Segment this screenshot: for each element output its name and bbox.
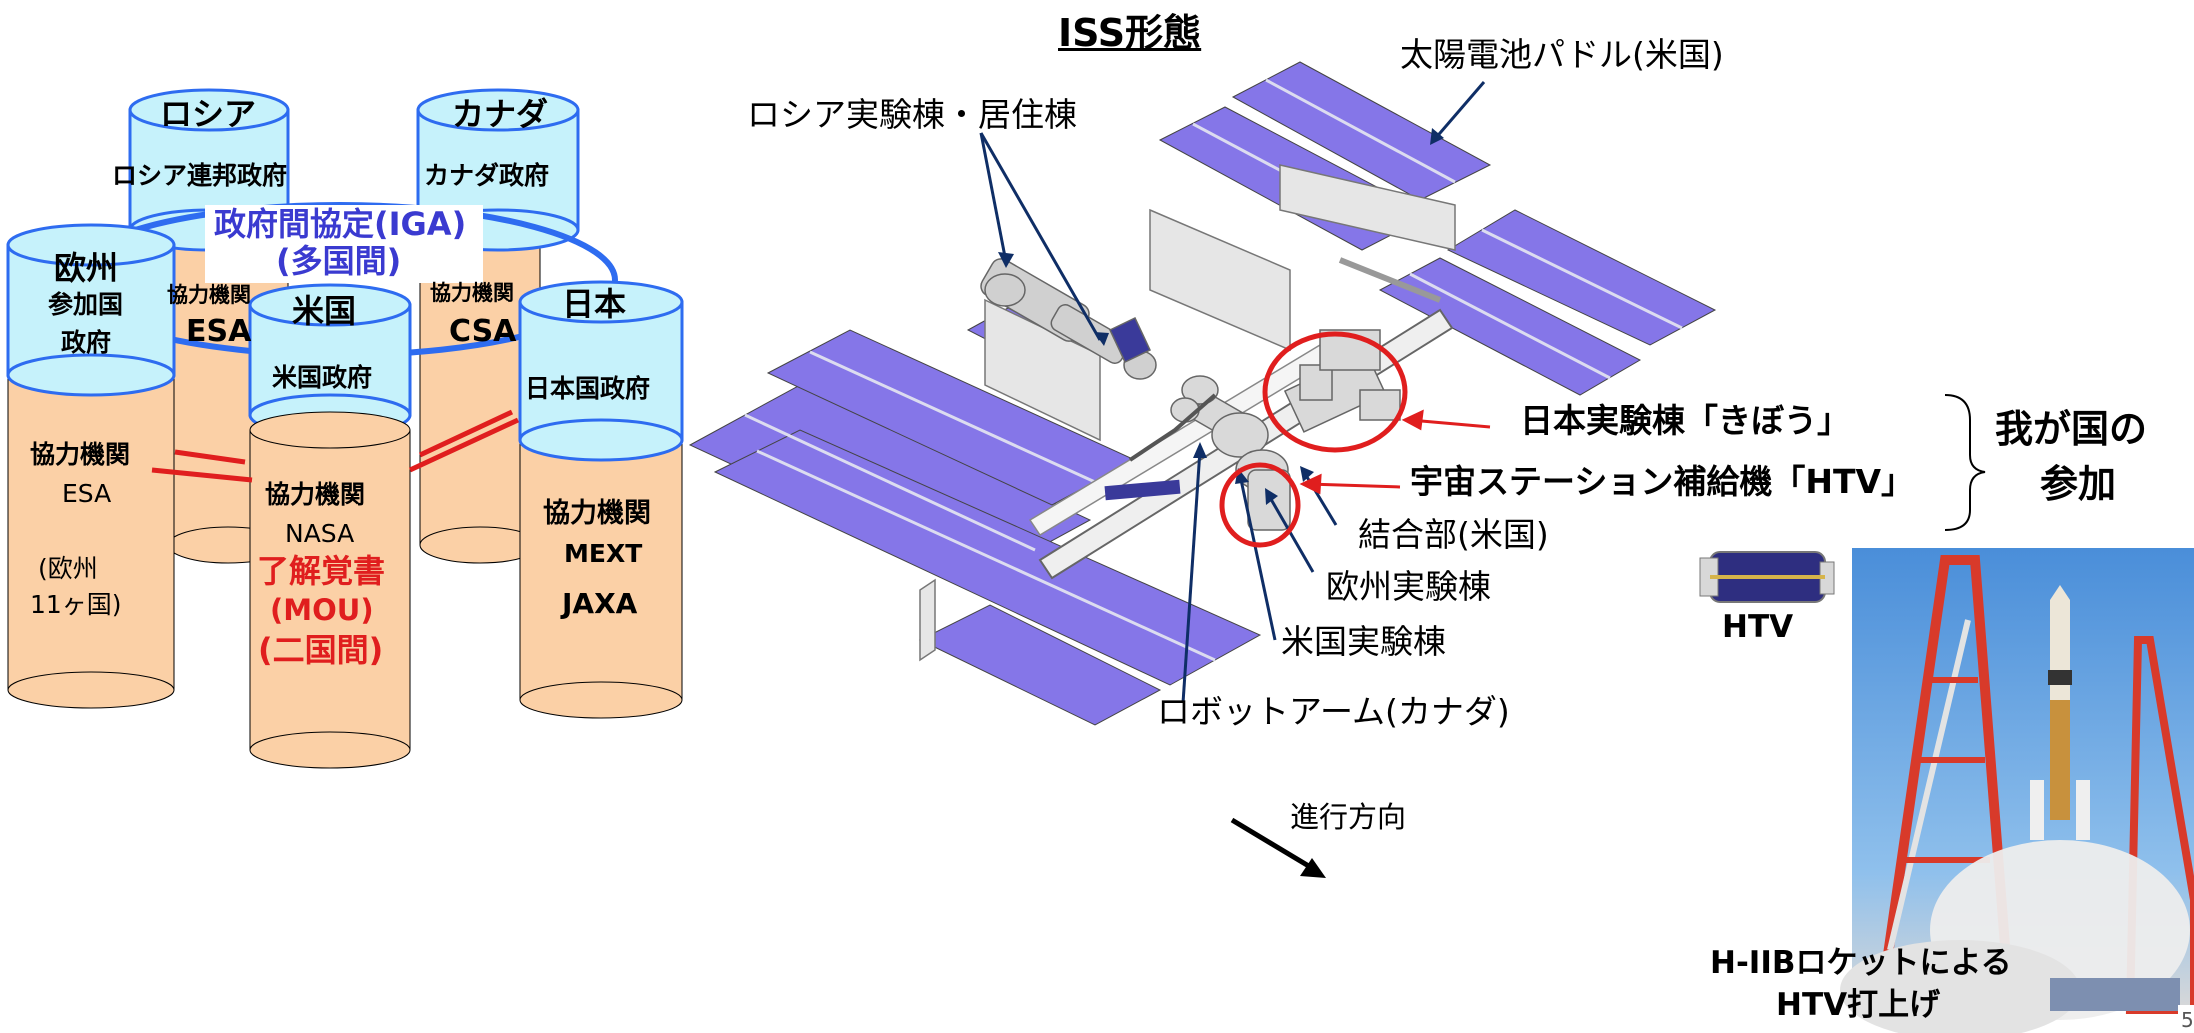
- label-launch-line1: H-IIBロケットによる: [1710, 945, 2012, 981]
- label-htv: HTV: [1722, 609, 1794, 645]
- iga-label-bg: [205, 205, 483, 283]
- iss-station: [688, 61, 1717, 726]
- cylinder-us: [248, 283, 412, 769]
- mou-abbr: (MOU): [270, 593, 374, 627]
- participation-line1: 我が国の: [1995, 407, 2148, 451]
- label-node: 結合部(米国): [1358, 515, 1549, 554]
- canada-header: カナダ: [452, 95, 549, 133]
- mou-bilateral: (二国間): [258, 631, 384, 669]
- label-russian-modules: ロシア実験棟・居住棟: [747, 95, 1077, 134]
- russia-gov: ロシア連邦政府: [112, 161, 288, 190]
- europe-gov-line1: 参加国: [48, 290, 124, 319]
- us-agency: 協力機関: [265, 480, 366, 509]
- mou-links: [151, 409, 520, 483]
- japan-header: 日本: [562, 285, 627, 323]
- europe-agency: 協力機関: [30, 440, 131, 469]
- cylinder-japan: [518, 280, 684, 719]
- participation-line2: 参加: [2040, 462, 2117, 506]
- iga-label: 政府間協定(IGA): [214, 205, 467, 243]
- us-agency-name: NASA: [285, 519, 355, 548]
- esa-back-name: ESA: [186, 314, 252, 349]
- csa-agency: 協力機関: [430, 281, 514, 305]
- japan-gov: 日本国政府: [525, 374, 651, 403]
- csa-name: CSA: [449, 314, 517, 349]
- direction-arrow: [1230, 817, 1326, 878]
- participation-brace: [1944, 394, 1986, 531]
- us-gov: 米国政府: [272, 363, 373, 392]
- mou-label: 了解覚書: [257, 552, 386, 590]
- russia-header: ロシア: [160, 95, 257, 133]
- europe-note-line2: 11ヶ国): [30, 590, 122, 619]
- label-us-lab: 米国実験棟: [1281, 622, 1446, 661]
- europe-note-line1: (欧州: [38, 554, 98, 583]
- canada-gov: カナダ政府: [424, 161, 550, 190]
- japan-agency: 協力機関: [543, 498, 651, 529]
- europe-agency-name: ESA: [62, 479, 112, 508]
- europe-gov-line2: 政府: [61, 328, 112, 357]
- label-kibo: 日本実験棟「きぼう」: [1520, 401, 1850, 440]
- cylinder-europe: [6, 223, 176, 709]
- japan-agency-jaxa: JAXA: [562, 587, 638, 620]
- label-robot-arm: ロボットアーム(カナダ): [1157, 692, 1510, 731]
- htv-icon: [1699, 551, 1835, 603]
- page-number: 5: [2181, 1008, 2194, 1032]
- label-htv-supply: 宇宙ステーション補給機「HTV」: [1410, 462, 1915, 501]
- page-title: ISS形態: [1058, 11, 1202, 55]
- label-direction: 進行方向: [1290, 800, 1407, 834]
- label-launch-line2: HTV打上げ: [1776, 987, 1941, 1023]
- launch-photo: [1840, 548, 2194, 1033]
- us-header: 米国: [292, 292, 357, 330]
- label-europe-lab: 欧州実験棟: [1326, 567, 1491, 606]
- label-solar-paddle: 太陽電池パドル(米国): [1400, 35, 1724, 74]
- callout-arrows: [979, 81, 1486, 704]
- iga-multilateral: (多国間): [276, 242, 402, 280]
- esa-back-agency: 協力機関: [167, 283, 251, 307]
- europe-header: 欧州: [54, 249, 119, 287]
- japan-agency-mext: MEXT: [564, 539, 643, 568]
